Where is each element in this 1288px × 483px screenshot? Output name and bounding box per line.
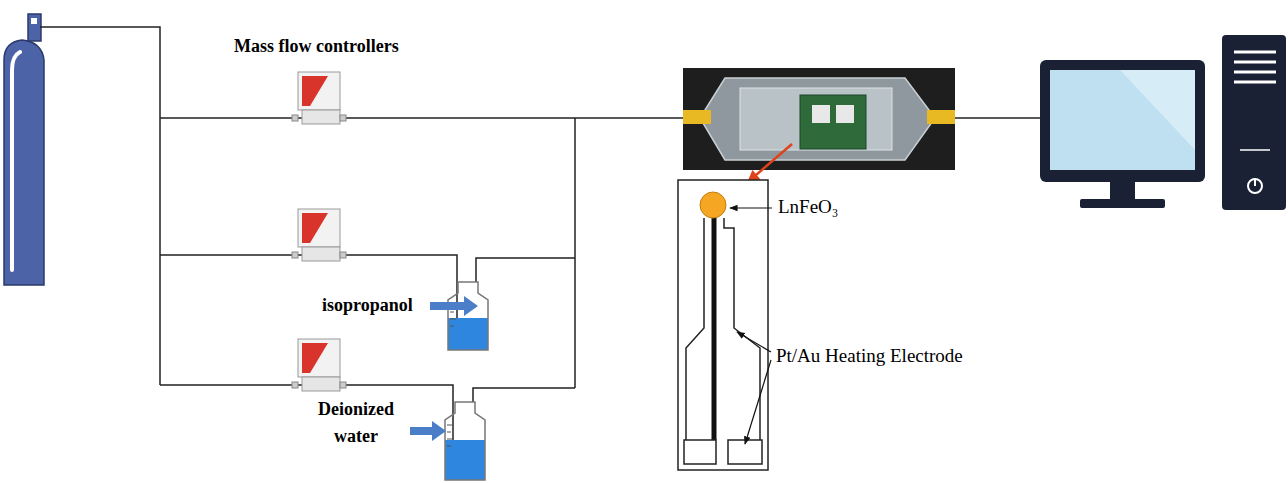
mfc-fitting [292,252,298,258]
sensor-socket [836,105,854,123]
material-label: LnFeO₃ [778,196,838,218]
water-outlet [473,388,575,402]
mfc-fitting [292,115,298,121]
chamber-housing [700,78,935,160]
mfc-fitting [340,382,346,388]
mfc-base [302,110,340,124]
computer [1040,35,1286,210]
cylinder-body [4,40,44,285]
vent [1234,71,1276,74]
gas-lines [40,27,1040,472]
mfc-fitting [292,382,298,388]
leader-arrow [737,332,771,352]
mfc-base [302,377,340,391]
valve-outlet [31,18,37,24]
sensor-chip [678,180,768,470]
screen [1050,70,1195,170]
isopropanol-inlet [160,255,457,343]
mfc-body [298,72,340,110]
leader-arrow [745,360,771,444]
pointer-arrow [410,421,446,441]
leader-arrow [730,207,772,208]
computer-tower [1222,35,1286,210]
contact-pad [684,440,716,464]
electrode-label: Pt/Au Heating Electrode [776,345,963,367]
tower-vents [1234,52,1276,150]
main-line [40,27,160,385]
mfc-face [302,76,328,106]
bottle-scale [447,425,453,446]
heating-electrode [712,215,717,440]
mfc-face [302,343,328,373]
power-button [1254,178,1256,186]
carrier-line [160,117,683,119]
water-inlet [160,385,453,472]
mfc-base [302,247,340,261]
photo-background [683,68,955,170]
chip-substrate [678,180,768,470]
electrode-outline [686,218,704,440]
tower-line [1240,149,1270,151]
chamber-window [740,88,892,150]
test-chamber-photo [683,68,955,170]
vent [1234,81,1276,84]
monitor-stand [1110,182,1135,200]
gas-cylinder [4,14,44,285]
cylinder-valve [28,14,41,41]
bottle-outline [445,402,485,480]
mixing-line [574,118,576,388]
mass-flow-controller [292,209,346,261]
sensing-film [700,192,726,218]
reagent-label: Deionized water [300,396,412,450]
electrode-outline [724,218,760,440]
cable-end [683,110,711,124]
monitor [1040,60,1205,182]
screen-glare [1120,70,1195,150]
mfc-fitting [340,115,346,121]
cable-end [927,110,955,124]
sensor-pcb [800,95,866,149]
monitor-base [1080,199,1165,208]
isopropanol-bottle [448,282,488,350]
mfc-body [298,339,340,377]
cylinder-highlight [12,52,20,270]
bottle-outline [448,282,488,350]
mfc-face [302,213,328,243]
mfc-body [298,209,340,247]
reagent-label: isopropanol [322,295,413,316]
vent [1234,61,1276,64]
mfc-label: Mass flow controllers [234,36,399,57]
power-button [1248,179,1262,193]
signal-cable [955,117,1040,119]
mass-flow-controller [292,72,346,124]
mass-flow-controller [292,339,346,391]
sensor-socket [812,105,830,123]
isopropanol-outlet [476,258,575,282]
mfc-fitting [340,252,346,258]
liquid [448,318,488,350]
pointer-arrow [430,296,478,316]
zoom-arrow [748,144,792,182]
vent [1234,51,1276,54]
water-bottle [445,402,485,480]
